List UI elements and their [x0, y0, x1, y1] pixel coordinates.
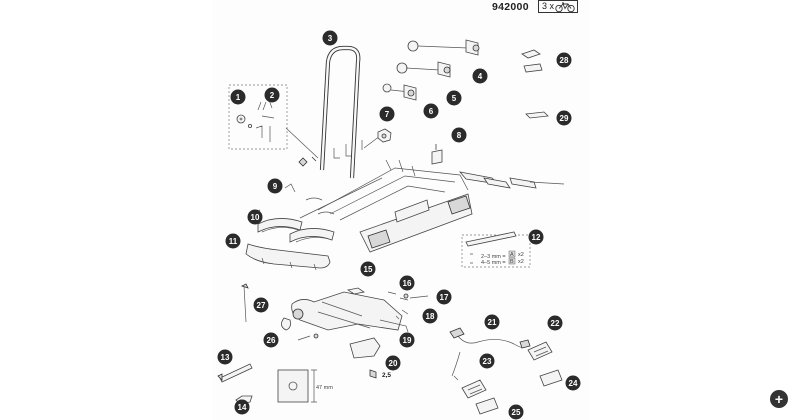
callout-16-label: 16 [403, 279, 412, 288]
callout-20: 20 [385, 355, 401, 371]
thickness-inset [461, 231, 531, 268]
code-a-label: A [510, 252, 514, 258]
callout-18: 18 [422, 308, 438, 324]
callout-27: 27 [253, 297, 269, 313]
part-7-knob [377, 128, 392, 143]
dimension-drawing [277, 369, 317, 403]
code-b-label: B [510, 259, 514, 265]
part-5-medium-arm [396, 61, 451, 78]
hitch-coupling [281, 291, 429, 333]
callout-8-label: 8 [457, 131, 462, 140]
callout-23: 23 [479, 353, 495, 369]
callout-28: 28 [556, 52, 572, 68]
screw-size-label: 2,5 [382, 372, 391, 379]
callout-18-label: 18 [426, 312, 435, 321]
parts-9-10-wheel-holders [251, 183, 335, 243]
callout-25-label: 25 [512, 408, 521, 417]
callout-4: 4 [472, 68, 488, 84]
callout-14-label: 14 [238, 403, 247, 412]
callout-7: 7 [379, 106, 395, 122]
callout-13: 13 [217, 349, 233, 365]
callout-11-label: 11 [229, 237, 238, 246]
part-6-short-arm [382, 83, 417, 101]
small-parts-box [228, 84, 288, 150]
callout-11: 11 [225, 233, 241, 249]
callout-6-label: 6 [429, 107, 434, 116]
part-26-screw [297, 333, 319, 341]
callout-14: 14 [234, 399, 250, 415]
callout-24-label: 24 [569, 379, 578, 388]
multiplier-label-a: x2 [518, 252, 524, 258]
callout-9-label: 9 [273, 182, 278, 191]
callout-6: 6 [423, 103, 439, 119]
callout-8: 8 [451, 127, 467, 143]
thickness-large-label: 4–5 mm = [481, 260, 506, 266]
callout-12: 12 [528, 229, 544, 245]
callout-20-label: 20 [389, 359, 398, 368]
part-20-lever [349, 337, 381, 379]
part-11-rear-bar [245, 243, 331, 271]
callout-2-label: 2 [270, 91, 275, 100]
callout-16: 16 [399, 275, 415, 291]
callout-17: 17 [436, 289, 452, 305]
callout-22-label: 22 [551, 319, 560, 328]
callout-5: 5 [446, 90, 462, 106]
callout-13-label: 13 [221, 353, 230, 362]
part-4-long-arm [407, 39, 480, 56]
callout-29: 29 [556, 110, 572, 126]
callout-21-label: 21 [488, 318, 497, 327]
callout-12-label: 12 [532, 233, 541, 242]
dimension-label: 47 mm [316, 385, 333, 391]
callout-23-label: 23 [483, 357, 492, 366]
callout-15-label: 15 [364, 265, 373, 274]
callout-9: 9 [267, 178, 283, 194]
zoom-in-icon[interactable]: + [770, 390, 788, 408]
callout-3-label: 3 [328, 34, 333, 43]
part-21-wiring [449, 327, 531, 381]
article-number: 942000 [492, 1, 529, 13]
part-13-wrench [217, 363, 253, 383]
callout-10-label: 10 [251, 213, 260, 222]
callout-24: 24 [565, 375, 581, 391]
bike-icon [555, 2, 575, 12]
callout-19: 19 [399, 332, 415, 348]
part-8-bracket [431, 144, 443, 165]
bike-capacity-box: 3 x [538, 0, 578, 13]
callout-2: 2 [264, 87, 280, 103]
callout-1-label: 1 [236, 93, 241, 102]
main-carrier-frame [299, 159, 473, 253]
callout-19-label: 19 [403, 336, 412, 345]
rear-light-lenses [461, 341, 563, 415]
callout-21: 21 [484, 314, 500, 330]
callout-3: 3 [322, 30, 338, 46]
callout-4-label: 4 [478, 72, 483, 81]
callout-1: 1 [230, 89, 246, 105]
multiplier-label-b: x2 [518, 259, 524, 265]
callout-22: 22 [547, 315, 563, 331]
parts-28-29 [521, 49, 549, 119]
callout-15: 15 [360, 261, 376, 277]
callout-5-label: 5 [452, 94, 457, 103]
callout-17-label: 17 [440, 293, 449, 302]
part-3-handle-bar [285, 45, 381, 179]
callout-26: 26 [263, 332, 279, 348]
callout-10: 10 [247, 209, 263, 225]
quantity-label: 3 x [542, 1, 555, 11]
part-27-cable-tie [240, 283, 249, 323]
callout-26-label: 26 [267, 336, 276, 345]
part-8-rails [458, 171, 565, 189]
callout-7-label: 7 [385, 110, 390, 119]
callout-29-label: 29 [560, 114, 569, 123]
callout-28-label: 28 [560, 56, 569, 65]
callout-27-label: 27 [257, 301, 266, 310]
thickness-small-label: 2–3 mm = [481, 254, 506, 260]
callout-25: 25 [508, 404, 524, 420]
